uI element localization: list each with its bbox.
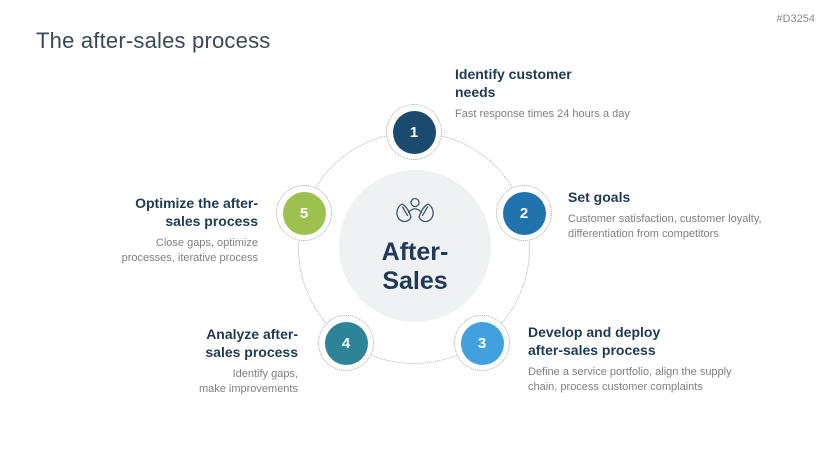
step-text-3: Develop and deploy after-sales process D… [528,323,732,395]
step-heading-2: Set goals [568,189,631,205]
page-title: The after-sales process [36,28,271,53]
step-badge-4: 4 [318,315,374,371]
step-number-4: 4 [324,321,368,365]
step-text-1: Identify customer needs Fast response ti… [455,65,630,122]
step-desc-2: Customer satisfaction, customer loyalty,… [568,213,762,240]
step-badge-2: 2 [496,185,552,241]
step-heading-5: Optimize the after- sales process [135,195,258,229]
step-badge-5: 5 [276,185,332,241]
step-number-3: 3 [460,321,504,365]
step-desc-5: Close gaps, optimize processes, iterativ… [121,237,258,264]
step-text-4: Analyze after- sales process Identify ga… [199,325,298,397]
customer-care-icon [396,197,434,223]
step-desc-1: Fast response times 24 hours a day [455,108,630,120]
step-desc-4: Identify gaps, make improvements [198,368,298,395]
step-text-2: Set goals Customer satisfaction, custome… [568,188,762,242]
step-desc-3: Define a service portfolio, align the su… [528,366,732,393]
slide-code: #D3254 [776,13,815,25]
step-heading-1: Identify customer needs [455,66,572,100]
step-number-5: 5 [282,191,326,235]
step-badge-3: 3 [454,315,510,371]
center-circle: After- Sales [339,170,491,322]
step-badge-1: 1 [386,104,442,160]
step-heading-3: Develop and deploy after-sales process [528,324,661,358]
step-text-5: Optimize the after- sales process Close … [122,194,258,266]
step-number-2: 2 [502,191,546,235]
step-number-1: 1 [392,110,436,154]
center-label: After- Sales [381,238,449,295]
step-heading-4: Analyze after- sales process [205,326,298,360]
